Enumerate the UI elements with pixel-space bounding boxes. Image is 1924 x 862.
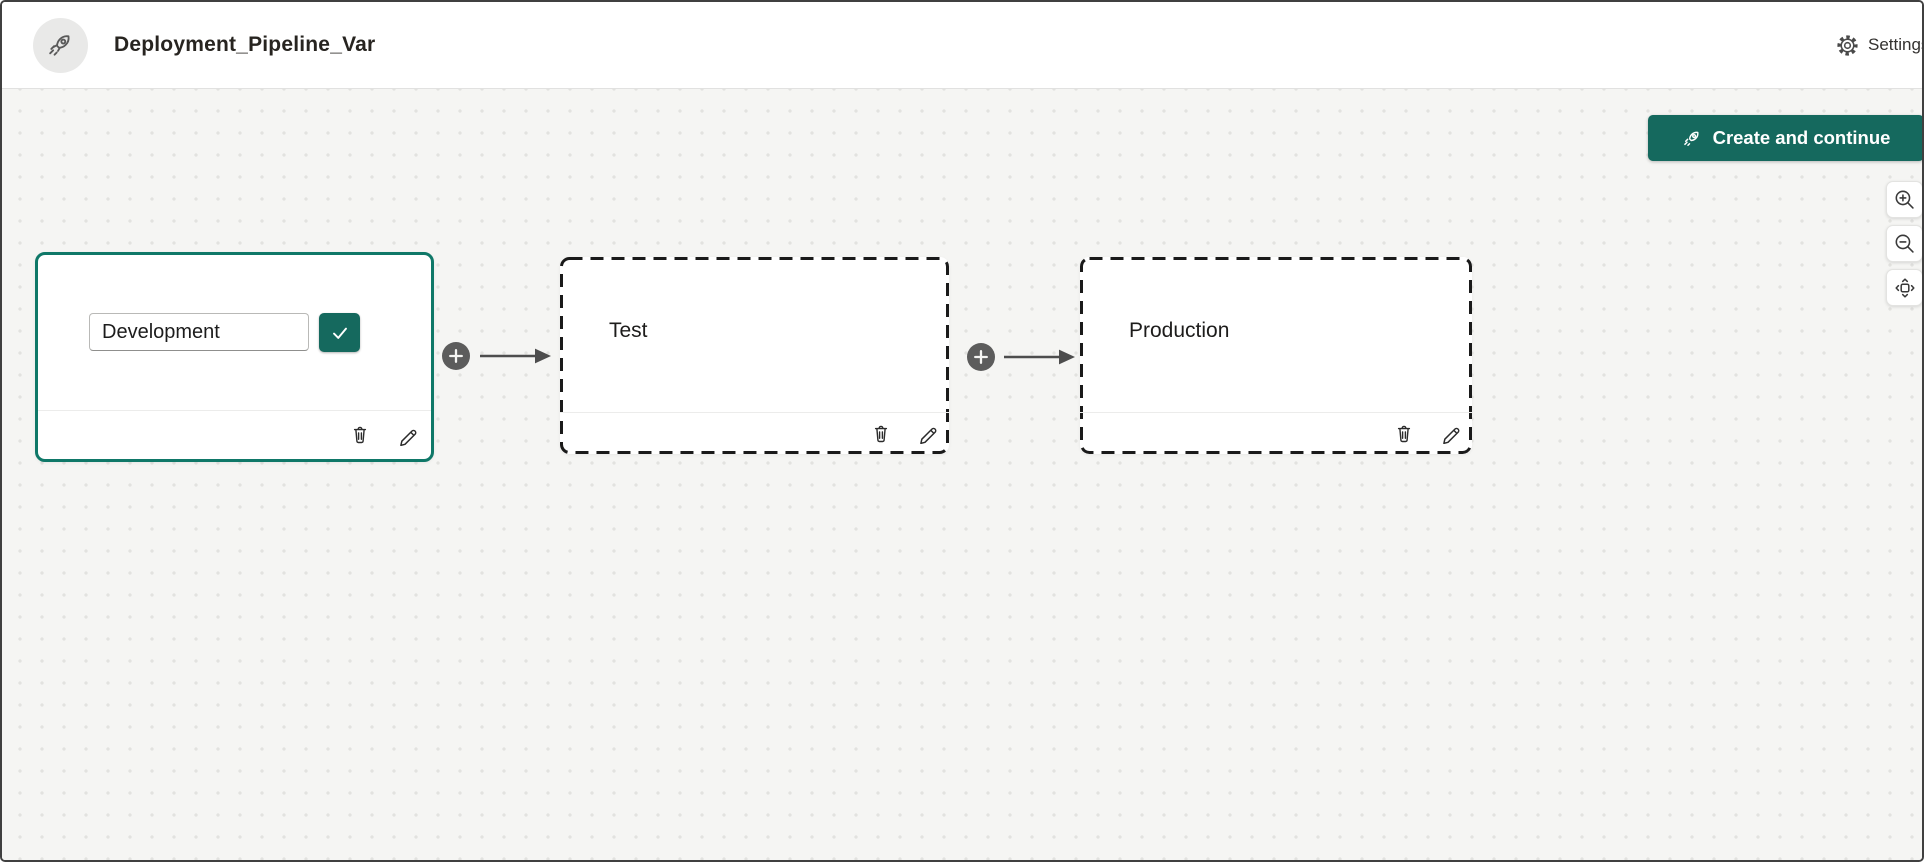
delete-stage-button[interactable] <box>350 425 370 445</box>
delete-stage-button[interactable] <box>1394 424 1414 444</box>
stage-name: Production <box>1129 319 1230 342</box>
pipeline-avatar <box>33 17 88 73</box>
stage-card-production[interactable]: Production <box>1080 257 1472 454</box>
stage-card-footer <box>38 410 431 459</box>
zoom-out-button[interactable] <box>1886 225 1922 262</box>
edit-stage-button[interactable] <box>397 425 418 446</box>
pipeline-canvas: Create and continue <box>2 89 1922 860</box>
pencil-icon <box>917 423 938 444</box>
stage-card-footer <box>1080 412 1472 454</box>
stage-name-input[interactable] <box>89 313 309 351</box>
trash-icon <box>1394 424 1414 444</box>
trash-icon <box>871 424 891 444</box>
delete-stage-button[interactable] <box>871 424 891 444</box>
zoom-toolbar <box>1886 181 1922 306</box>
settings-label: Settings <box>1868 35 1924 54</box>
add-stage-button[interactable] <box>967 343 995 371</box>
checkmark-icon <box>330 323 350 343</box>
fit-to-screen-button[interactable] <box>1886 269 1922 306</box>
zoom-in-button[interactable] <box>1886 181 1922 218</box>
plus-circle-icon <box>442 342 470 370</box>
create-and-continue-button[interactable]: Create and continue <box>1648 115 1922 161</box>
settings-button[interactable]: Settings <box>1836 2 1924 88</box>
stage-card-footer <box>560 412 949 454</box>
magnifier-plus-icon <box>1894 189 1915 210</box>
gear-icon <box>1836 34 1859 57</box>
pencil-icon <box>1440 423 1461 444</box>
connector-arrow <box>480 347 552 365</box>
connector-arrow <box>1004 348 1076 366</box>
page-title: Deployment_Pipeline_Var <box>114 33 376 56</box>
fit-screen-icon <box>1894 277 1916 299</box>
trash-icon <box>350 425 370 445</box>
rocket-icon <box>46 30 76 60</box>
header: Deployment_Pipeline_Var Settings <box>2 2 1922 89</box>
edit-stage-button[interactable] <box>917 423 938 444</box>
stage-name: Test <box>609 319 648 342</box>
edit-stage-button[interactable] <box>1440 423 1461 444</box>
create-and-continue-label: Create and continue <box>1712 127 1891 148</box>
stage-card-test[interactable]: Test <box>560 257 949 454</box>
rocket-icon <box>1682 128 1703 149</box>
plus-circle-icon <box>967 343 995 371</box>
pencil-icon <box>397 425 418 446</box>
confirm-stage-name-button[interactable] <box>319 313 360 352</box>
stage-card-development[interactable] <box>35 252 434 462</box>
add-stage-button[interactable] <box>442 342 470 370</box>
magnifier-minus-icon <box>1894 233 1915 254</box>
